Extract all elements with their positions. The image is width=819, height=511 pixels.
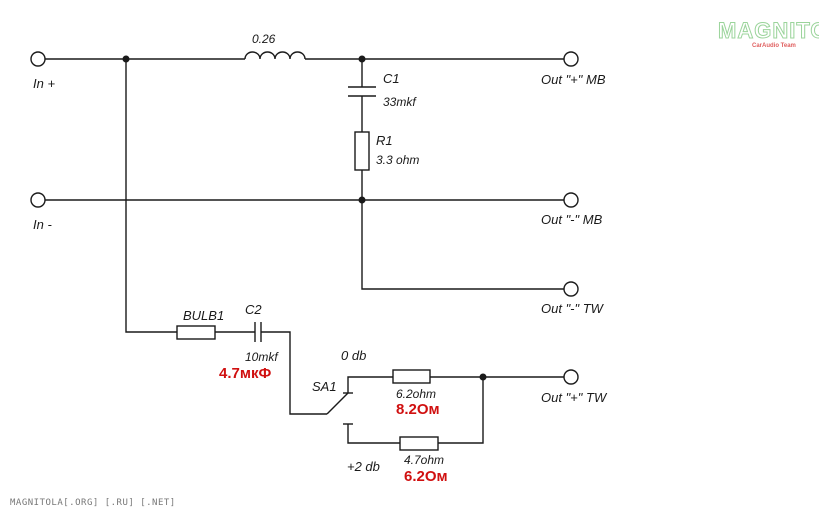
- r-bot-value: 4.7ohm: [404, 453, 444, 467]
- wire-c2-to-switch: [261, 331, 327, 415]
- logo-text: MAGNITOLA: [718, 18, 819, 43]
- inductor-value: 0.26: [252, 32, 276, 46]
- c2-value: 10mkf: [245, 350, 279, 364]
- switch-pos-0db: 0 db: [341, 348, 366, 363]
- capacitor-c2: [254, 322, 262, 342]
- resistor-0db: [392, 369, 431, 384]
- terminal-out-plus-mb: [563, 51, 579, 67]
- wire-switch-2db: [347, 424, 400, 444]
- r-bot-correction: 6.2Ом: [404, 468, 448, 485]
- c1-value: 33mkf: [383, 95, 417, 109]
- junctions: [122, 55, 487, 381]
- magnitola-logo: MAGNITOLA CarAudio Team: [718, 18, 819, 50]
- resistor-r1: [354, 131, 370, 171]
- wires: [45, 58, 564, 444]
- r-top-value: 6.2ohm: [396, 387, 436, 401]
- wire-tweeter-feed: [125, 59, 177, 333]
- label-out-plus-tw: Out "+" TW: [541, 390, 608, 405]
- label-out-minus-mb: Out "-" MB: [541, 212, 603, 227]
- logo-subtitle: CarAudio Team: [752, 43, 796, 49]
- terminal-in-plus: [30, 51, 46, 67]
- label-in-minus: In -: [33, 217, 52, 232]
- switch-sa1: [326, 392, 353, 425]
- terminal-in-minus: [30, 192, 46, 208]
- switch-pos-2db: +2 db: [347, 459, 380, 474]
- switch-name: SA1: [312, 379, 337, 394]
- terminal-out-minus-tw: [563, 281, 579, 297]
- junction-dot: [358, 196, 366, 204]
- label-out-plus-mb: Out "+" MB: [541, 72, 606, 87]
- terminal-out-plus-tw: [563, 369, 579, 385]
- inductor-l1: [244, 51, 306, 60]
- r-top-correction: 8.2Ом: [396, 401, 440, 418]
- terminal-out-minus-mb: [563, 192, 579, 208]
- wire-r-bot-out: [438, 377, 484, 444]
- wire-ground-tw: [361, 200, 564, 290]
- c2-name: C2: [245, 302, 262, 317]
- junction-dot: [358, 55, 366, 63]
- c2-correction: 4.7мкФ: [219, 365, 271, 382]
- junction-dot: [122, 55, 130, 63]
- bulb-name: BULB1: [183, 308, 224, 323]
- wire-switch-0db: [347, 376, 393, 393]
- r1-name: R1: [376, 133, 393, 148]
- junction-dot: [479, 373, 487, 381]
- footer-watermark: MAGNITOLA[.ORG] [.RU] [.NET]: [10, 498, 176, 508]
- capacitor-c1: [348, 86, 376, 97]
- r1-value: 3.3 ohm: [376, 153, 419, 167]
- label-out-minus-tw: Out "-" TW: [541, 301, 605, 316]
- resistor-2db: [399, 436, 439, 451]
- bulb-bulb1: [176, 325, 216, 340]
- label-in-plus: In +: [33, 76, 55, 91]
- c1-name: C1: [383, 71, 400, 86]
